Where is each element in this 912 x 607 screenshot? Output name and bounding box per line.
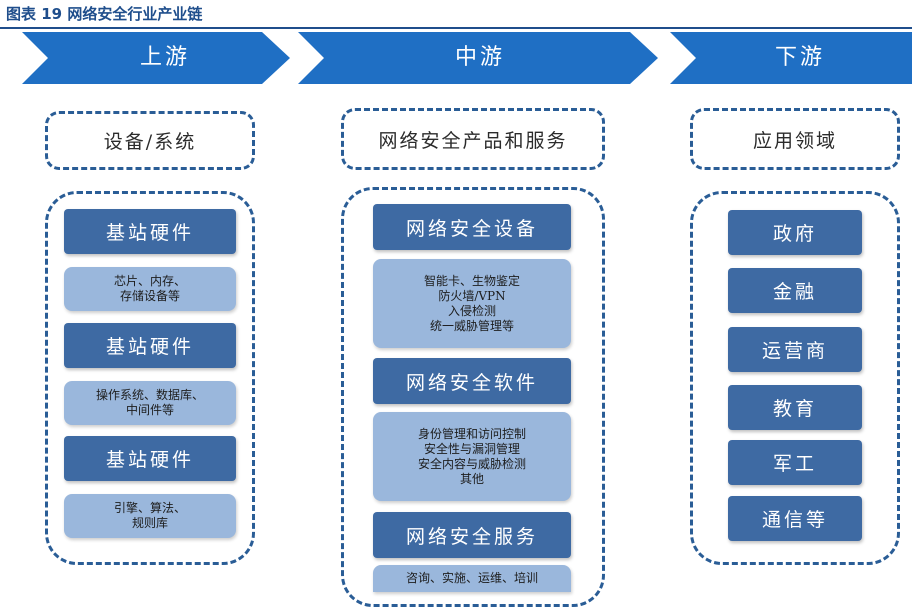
- midstream-heading-frame: [341, 108, 605, 170]
- downstream-item-1: 政府: [728, 210, 862, 255]
- detail-line: 其他: [459, 471, 484, 486]
- upstream-category-1: 基站硬件: [64, 209, 236, 254]
- midstream-category-1: 网络安全设备: [373, 204, 571, 250]
- midstream-category-2: 网络安全软件: [373, 358, 571, 404]
- upstream-detail-3: 引擎、算法、 规则库: [64, 494, 236, 538]
- downstream-item-6: 通信等: [728, 496, 862, 541]
- midstream-detail-3: 咨询、实施、运维、培训: [373, 565, 571, 592]
- downstream-heading: 应用领域: [752, 129, 837, 152]
- detail-line: 安全性与漏洞管理: [423, 441, 520, 456]
- upstream-category-2: 基站硬件: [64, 323, 236, 368]
- upstream-detail-1: 芯片、内存、 存储设备等: [64, 267, 236, 311]
- figure-title: 图表 19 网络安全行业产业链: [6, 5, 203, 23]
- upstream-detail-2: 操作系统、数据库、 中间件等: [64, 381, 236, 425]
- detail-line: 防火墙/VPN: [438, 288, 506, 303]
- detail-line: 引擎、算法、: [113, 501, 186, 515]
- stage-label-downstream: 下游: [774, 45, 825, 70]
- detail-line: 安全内容与威胁检测: [417, 456, 526, 471]
- upstream-group-frame: [45, 191, 255, 565]
- midstream-category-3: 网络安全服务: [373, 512, 571, 558]
- detail-line: 智能卡、生物鉴定: [423, 273, 520, 288]
- upstream-heading: 设备/系统: [103, 131, 197, 153]
- stage-label-upstream: 上游: [139, 45, 190, 70]
- chevron-midstream: [298, 32, 658, 84]
- detail-line: 操作系统、数据库、: [95, 388, 204, 402]
- midstream-detail-2: 身份管理和访问控制 安全性与漏洞管理 安全内容与威胁检测 其他: [373, 412, 571, 501]
- upstream-category-3: 基站硬件: [64, 436, 236, 481]
- detail-line: 芯片、内存、: [113, 274, 186, 288]
- downstream-heading-frame: [690, 108, 900, 170]
- downstream-item-4: 教育: [728, 385, 862, 430]
- chevron-downstream: [670, 32, 912, 84]
- chevron-bar: [22, 32, 912, 84]
- midstream-heading: 网络安全产品和服务: [378, 129, 568, 152]
- midstream-detail-1: 智能卡、生物鉴定 防火墙/VPN 入侵检测 统一威胁管理等: [373, 259, 571, 348]
- detail-line: 入侵检测: [447, 303, 496, 318]
- stage-label-midstream: 中游: [454, 45, 505, 70]
- detail-line: 统一威胁管理等: [429, 318, 514, 333]
- detail-line: 咨询、实施、运维、培训: [405, 571, 538, 585]
- downstream-item-5: 军工: [728, 440, 862, 485]
- detail-line: 中间件等: [125, 403, 174, 417]
- downstream-item-2: 金融: [728, 268, 862, 313]
- upstream-heading-frame: [45, 111, 255, 170]
- detail-line: 规则库: [131, 516, 168, 530]
- chevron-upstream: [22, 32, 290, 84]
- downstream-item-3: 运营商: [728, 327, 862, 372]
- detail-line: 存储设备等: [119, 289, 180, 303]
- title-rule: [0, 27, 912, 29]
- downstream-group-frame: [690, 191, 900, 565]
- detail-line: 身份管理和访问控制: [417, 426, 526, 441]
